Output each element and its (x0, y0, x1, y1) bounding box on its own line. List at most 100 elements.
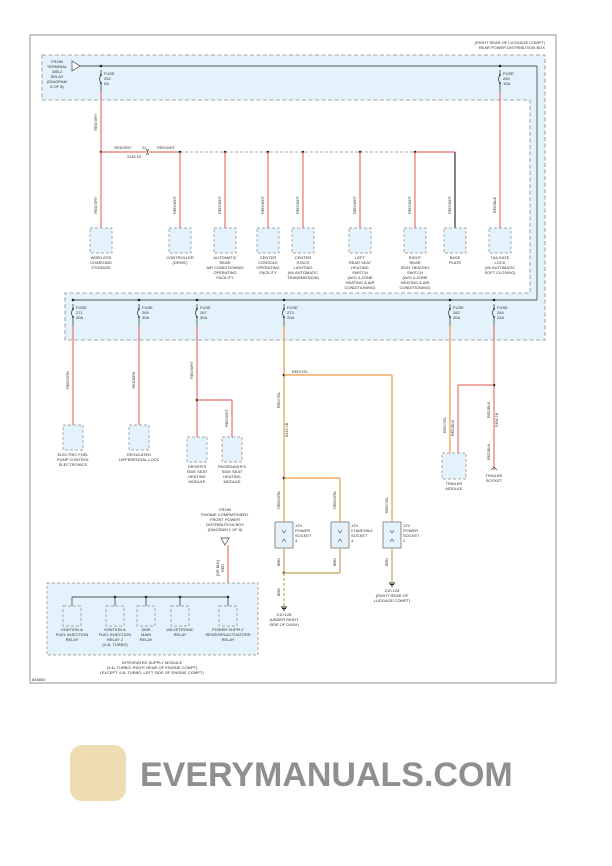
wire-color-label: RED/GRN (66, 371, 70, 389)
wire-color-label: RED/WHT (353, 195, 357, 213)
text-line: SOCKET (403, 533, 420, 538)
ground-icon (389, 582, 395, 587)
fuse-terminal (100, 74, 102, 76)
splice-dot (99, 64, 103, 68)
text-line: FROM (51, 59, 63, 64)
wire-color-label: RED/GRN (333, 491, 337, 509)
fuse-terminal (196, 316, 198, 318)
text-line: FROM (219, 507, 231, 512)
wire-color-label: RED/BLK (487, 443, 491, 460)
socket-pin-icon (490, 466, 498, 471)
differential-lock-box (128, 424, 150, 451)
text-line: LOCK (495, 260, 506, 265)
fuse-terminal (449, 316, 451, 318)
text-line: FRONT POWER (210, 517, 240, 522)
text-line: 252 (104, 76, 111, 81)
text-line: OPERATING (256, 265, 279, 270)
power-socket-3 (274, 521, 294, 549)
text-line: RIGHT (409, 255, 422, 260)
wire-color-label: RED/BRN (132, 371, 136, 388)
text-line: 267 (200, 310, 207, 315)
text-line: HEATING (223, 474, 240, 479)
text-line: VALVETRONIC (166, 627, 194, 632)
wire-color-label: RED/WHT (408, 195, 412, 213)
connector-arrow-icon (71, 60, 81, 72)
text-line: FUSE (503, 71, 514, 76)
text-line: FUSE (142, 305, 153, 310)
splice-dot (492, 298, 496, 302)
text-line: 282 (453, 310, 460, 315)
text-line: 30A (76, 315, 83, 320)
fuse-terminal (283, 316, 285, 318)
wire-color-label: RED/BLK (487, 401, 491, 418)
text-line: SOCKET (351, 533, 368, 538)
text-line: 4 (351, 538, 354, 543)
wire-color-label: RED/BLK (493, 196, 497, 213)
text-line: HEATING (351, 265, 368, 270)
relay-box (218, 605, 238, 627)
text-line: IGNITION & (104, 627, 126, 632)
fuse-terminal (493, 316, 495, 318)
fuse-terminal (138, 316, 140, 318)
text-line: SEAT HEATING (401, 265, 430, 270)
text-line: 846850 (32, 677, 46, 682)
passenger-seat-heating-module (221, 436, 243, 463)
text-line: FACILITY (216, 275, 234, 280)
text-line: MODULE (223, 479, 240, 484)
trailer-module (441, 452, 467, 480)
wire-color-label: BRN (385, 558, 389, 566)
text-line: HEATING (188, 474, 205, 479)
text-line: STACK (296, 260, 309, 265)
fuse-terminal (196, 308, 198, 310)
text-line: SIDE OF DASH) (269, 622, 299, 627)
text-line: MODULE (188, 479, 205, 484)
relay-box (170, 605, 190, 627)
text-line: CONDITIONING) (400, 285, 432, 290)
text-line: MODULE (445, 486, 462, 491)
text-line: (RIGHT REAR OF (376, 593, 409, 598)
fuse-terminal (493, 308, 495, 310)
text-line: FUEL INJECTION (56, 632, 88, 637)
watermark-logo-icon (70, 745, 126, 801)
wire-color-label: RED/YEL (443, 417, 447, 433)
wire-color-label: RED/YEL (277, 392, 281, 408)
text-line: 273 (287, 310, 294, 315)
text-line: 12V (295, 523, 302, 528)
wire-color-label: RED/WHT (190, 360, 194, 378)
component-center-box (291, 227, 315, 254)
component-automatic-box (213, 227, 237, 254)
text-line: SIDE SEAT (222, 469, 243, 474)
text-line: REAR (219, 260, 230, 265)
text-line: RED/YEL (292, 370, 308, 374)
distribution-box-location: (RIGHT REAR OF LUGGAGE COMPT)REAR POWER … (475, 40, 546, 50)
splice-dot (282, 298, 286, 302)
text-line: 10A (503, 81, 510, 86)
socket-contact-icon (281, 529, 287, 543)
text-line: FUSE (104, 71, 115, 76)
connector-arrow-icon (220, 537, 230, 546)
text-line: FUSE (453, 305, 464, 310)
text-line: TRANSMISSION) (287, 275, 319, 280)
text-line: MAIN (141, 632, 151, 637)
text-line: ELECTRONICS (59, 462, 88, 467)
text-line: FUSE (76, 305, 87, 310)
text-line: (DIAGRAM 1 OF 8) (208, 527, 243, 532)
text-line: SOCKET (295, 533, 312, 538)
text-line: 2 (403, 538, 406, 543)
